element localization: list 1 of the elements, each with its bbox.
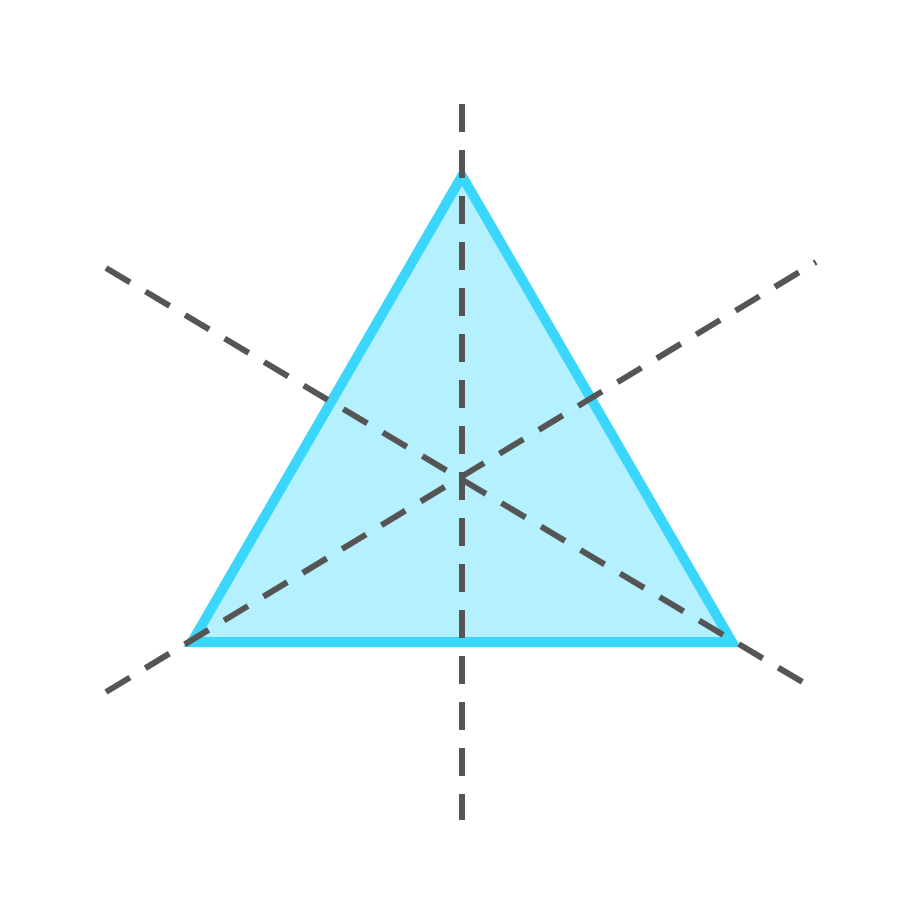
triangle <box>183 166 741 647</box>
